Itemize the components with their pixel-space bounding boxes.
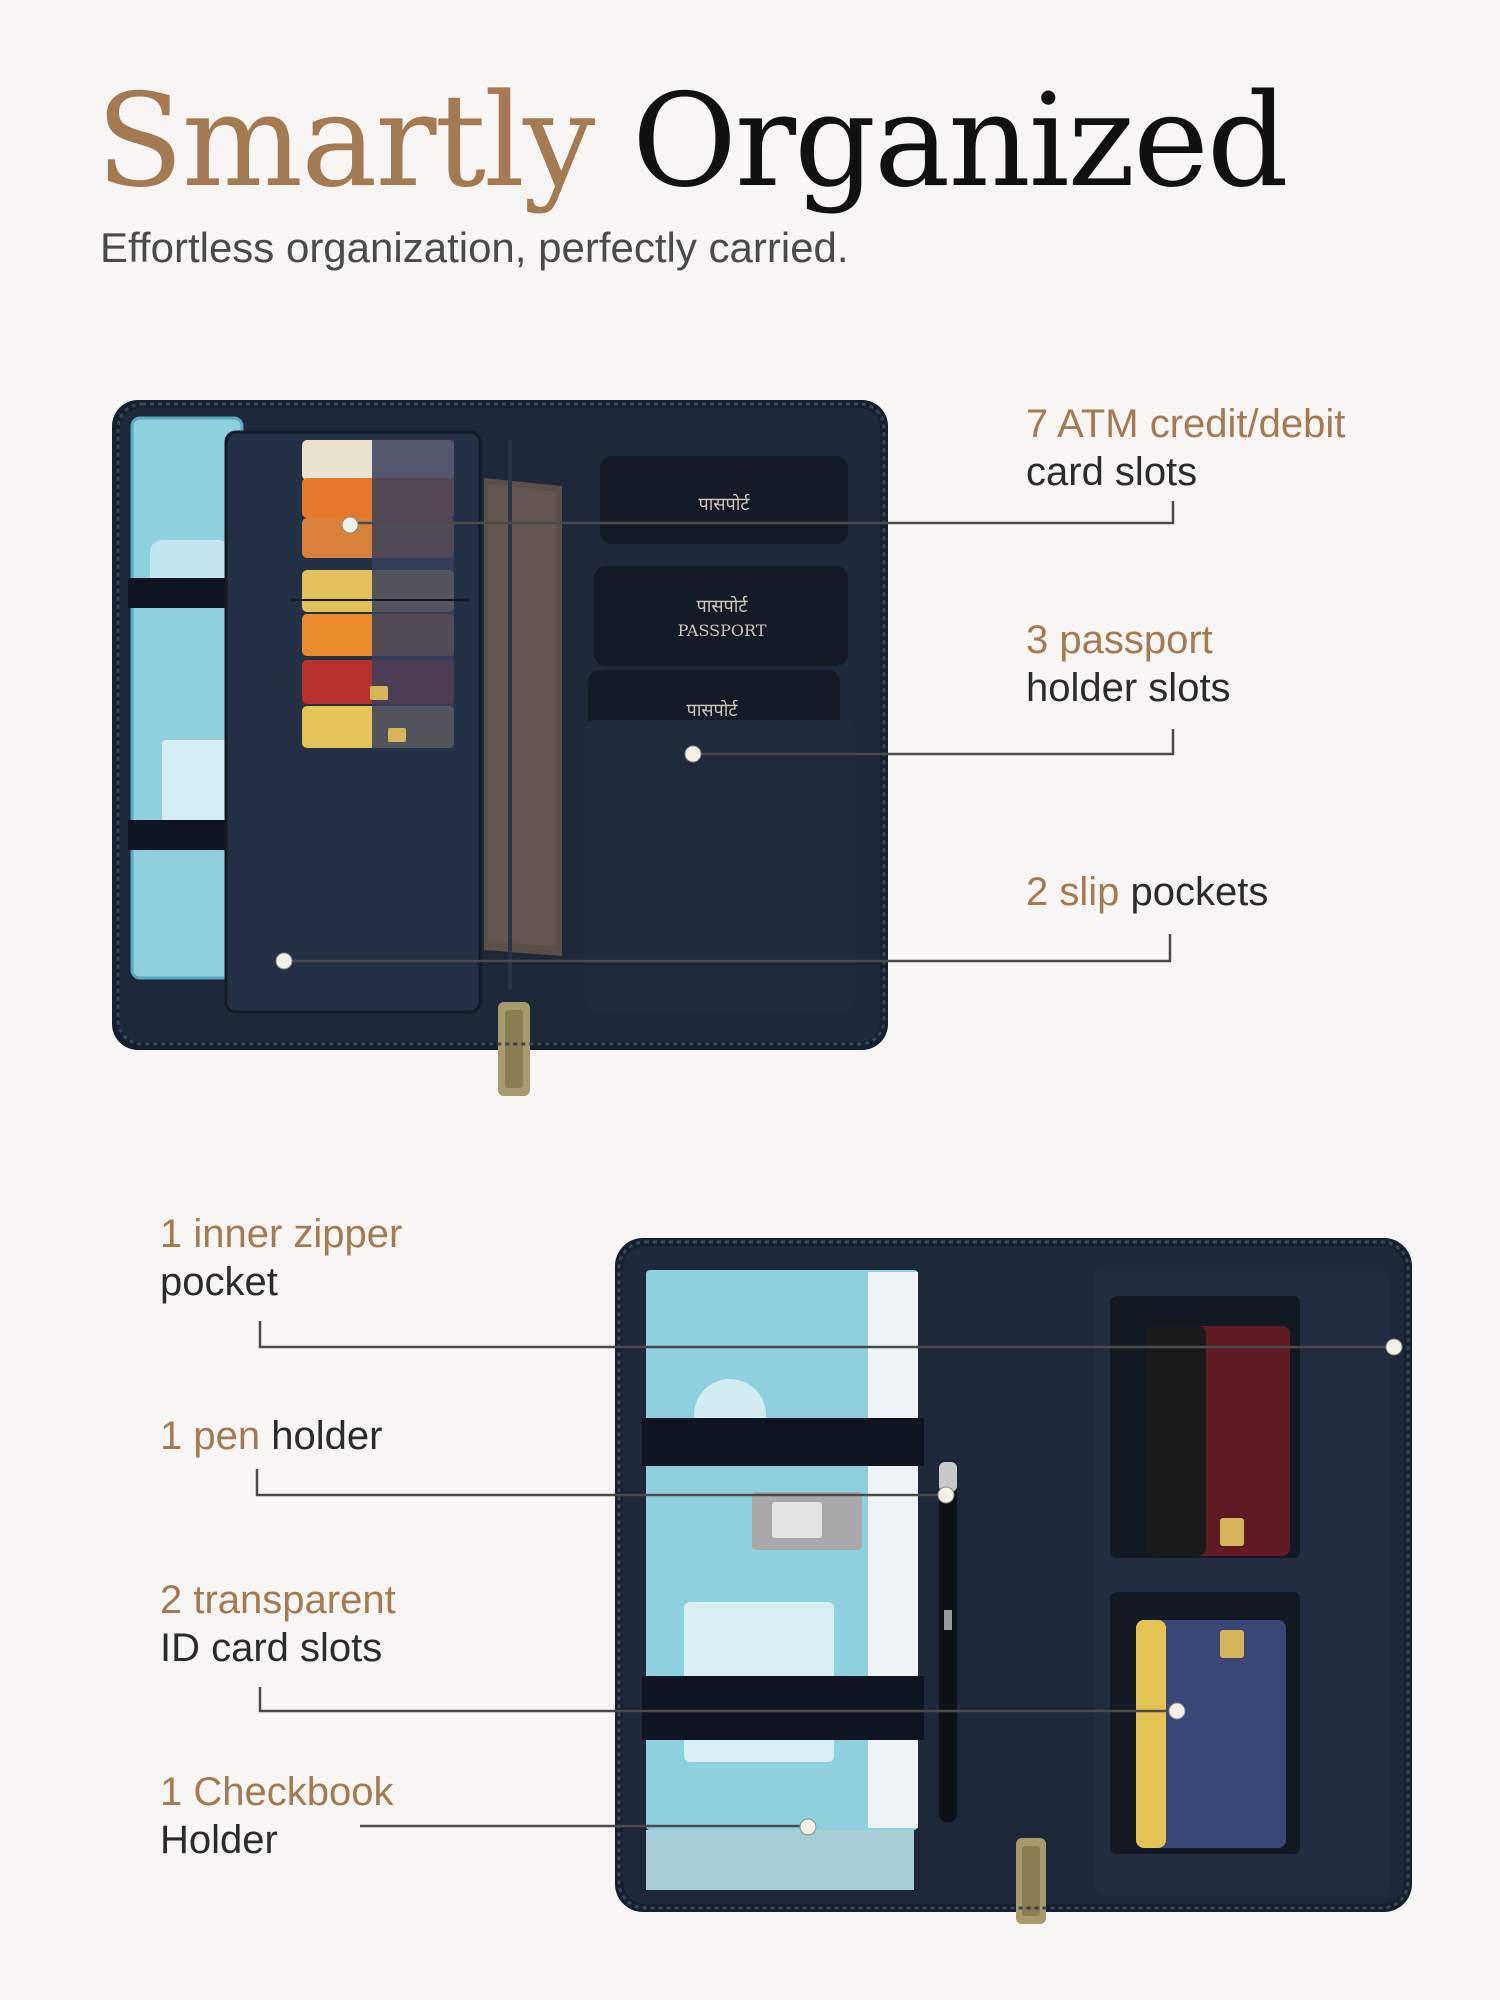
passport-hindi-label: पासपोर्ट <box>698 493 750 515</box>
callout-id-slots-count: 2 transparent <box>160 1578 396 1622</box>
callout-slip-pockets-count: 2 slip <box>1026 870 1120 914</box>
bottom-wallet-image <box>615 1238 1412 1924</box>
callout-passport-slots-text: holder slots <box>1026 666 1231 710</box>
top-callout-lines <box>284 501 1175 963</box>
passport-hindi-label: पासपोर्ट <box>686 699 738 721</box>
callout-passport-slots: 3 passport holder slots <box>1026 616 1231 712</box>
page-title: Smartly Organized <box>96 78 1289 206</box>
page-subtitle: Effortless organization, perfectly carri… <box>100 224 849 271</box>
callout-card-slots-count: 7 ATM credit/debit <box>1026 402 1346 446</box>
callout-slip-pockets: 2 slip pockets <box>1026 868 1268 916</box>
id-card-2 <box>1136 1620 1286 1848</box>
callout-id-slots-text: ID card slots <box>160 1626 383 1670</box>
callout-pen-holder: 1 pen holder <box>160 1412 382 1460</box>
title-main-word: Organized <box>631 67 1289 216</box>
top-callout-dots <box>275 516 702 970</box>
passport-hindi-label: पासपोर्ट <box>696 595 748 617</box>
card-stack <box>302 440 454 748</box>
callout-inner-zipper-text: pocket <box>160 1260 278 1304</box>
title-accent-word: Smartly <box>96 67 595 216</box>
callout-checkbook-text: Holder <box>160 1818 278 1862</box>
callout-checkbook: 1 Checkbook Holder <box>160 1768 393 1864</box>
callout-checkbook-count: 1 Checkbook <box>160 1770 394 1814</box>
callout-inner-zipper: 1 inner zipper pocket <box>160 1210 402 1306</box>
bottom-callout-lines <box>255 1321 1393 1828</box>
callout-passport-slots-count: 3 passport <box>1026 618 1213 662</box>
callout-card-slots: 7 ATM credit/debit card slots <box>1026 400 1345 496</box>
passport-label: PASSPORT <box>678 621 767 640</box>
top-wallet-image: पासपोर्ट पासपोर्ट PASSPORT पासपोर्ट PASS… <box>112 400 888 1096</box>
passport-stack: पासपोर्ट पासपोर्ट PASSPORT पासपोर्ट PASS… <box>588 456 848 760</box>
callout-card-slots-text: card slots <box>1026 450 1198 494</box>
callout-pen-holder-text: holder <box>260 1414 383 1458</box>
callout-inner-zipper-count: 1 inner zipper <box>160 1212 403 1256</box>
callout-pen-holder-count: 1 pen <box>160 1414 261 1458</box>
callout-slip-pockets-text: pockets <box>1119 870 1269 914</box>
callout-id-slots: 2 transparent ID card slots <box>160 1576 396 1672</box>
bottom-callout-dots <box>799 1338 1403 1836</box>
id-card-1 <box>1146 1326 1290 1556</box>
